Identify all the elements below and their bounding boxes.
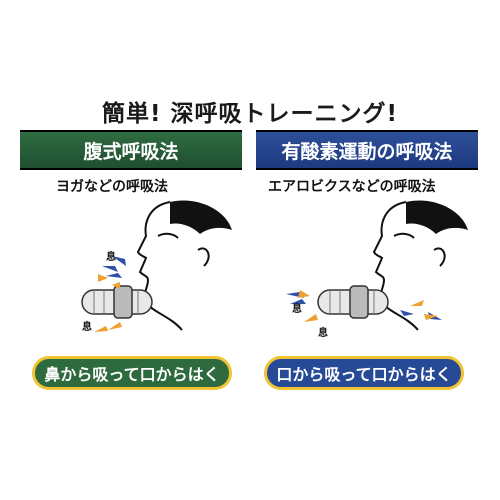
page-title: 簡単! 深呼吸トレーニング! xyxy=(102,101,398,127)
exhale-arrows xyxy=(94,274,122,332)
eye xyxy=(393,232,415,239)
breathing-trainer-device xyxy=(317,285,389,319)
breath-label-top: 息 xyxy=(106,250,116,263)
inhale-arrows xyxy=(102,256,126,278)
right-instruction-pill: 口から吸って口からはく xyxy=(264,356,464,390)
left-panel-caption: ヨガなどの呼吸法 xyxy=(56,179,168,195)
right-panel-caption: エアロビクスなどの呼吸法 xyxy=(268,179,436,195)
left-panel-header-label: 腹式呼吸法 xyxy=(83,140,179,163)
ear xyxy=(197,247,210,267)
right-panel-header-label: 有酸素運動の呼吸法 xyxy=(281,140,453,163)
left-panel-header: 腹式呼吸法 xyxy=(20,130,242,170)
right-breathing-illustration: 息 息 xyxy=(286,200,468,339)
breathing-trainer-device xyxy=(81,285,153,319)
breath-label-bottom: 息 xyxy=(318,326,328,339)
breath-label-bottom: 息 xyxy=(82,320,92,333)
left-instruction-pill: 鼻から吸って口からはく xyxy=(32,356,232,390)
left-instruction-label: 鼻から吸って口からはく xyxy=(44,365,220,384)
hair xyxy=(406,200,468,234)
exhale-arrows xyxy=(298,290,438,322)
hair xyxy=(170,200,232,234)
right-instruction-label: 口から吸って口からはく xyxy=(276,365,452,384)
breath-label-top: 息 xyxy=(292,302,302,315)
left-breathing-illustration: 息 息 xyxy=(81,200,232,333)
right-panel-header: 有酸素運動の呼吸法 xyxy=(256,130,478,170)
ear xyxy=(433,247,446,267)
eye xyxy=(157,232,179,239)
